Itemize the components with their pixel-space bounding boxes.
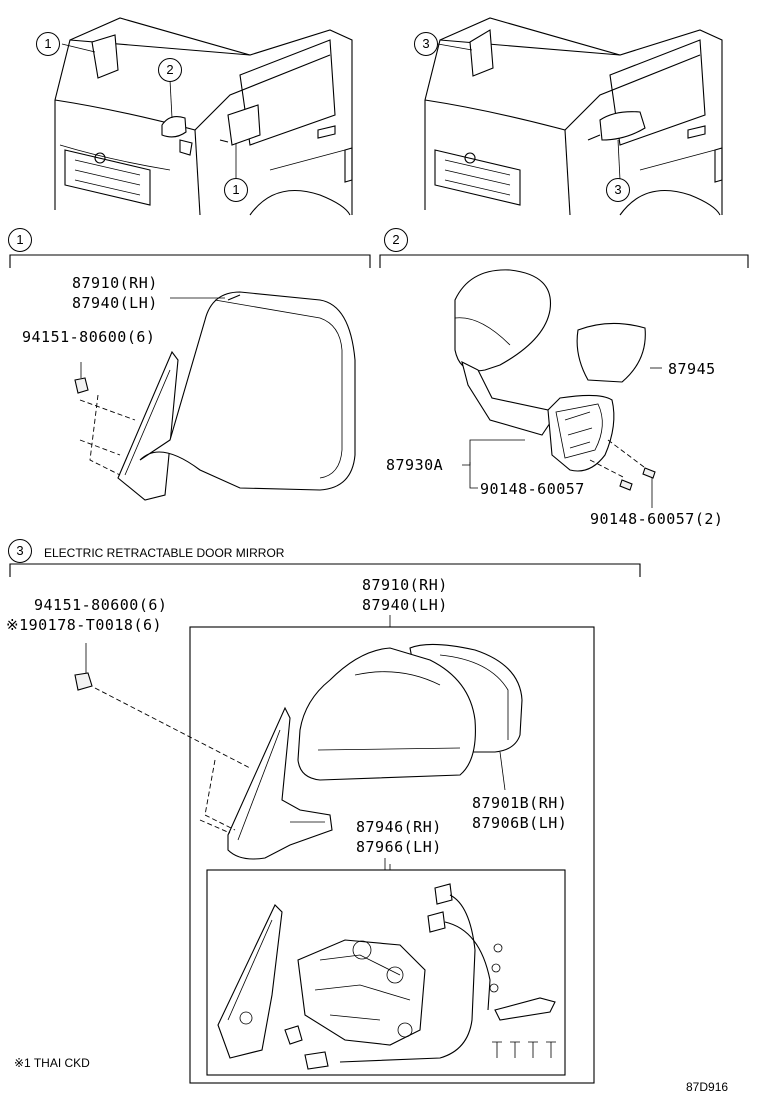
s2-cover: 87945 (668, 360, 716, 378)
motor-subassembly-box (206, 869, 566, 1076)
section3-bracket (9, 563, 641, 577)
s3-motor-lh: 87966(LH) (356, 838, 442, 856)
s2-mirror: 87930A (386, 456, 444, 474)
section3-drawing (74, 615, 595, 1084)
s1-part-lh: 87940(LH) (72, 294, 158, 312)
s3-part-rh: 87910(RH) (362, 576, 448, 594)
s3-part-lh: 87940(LH) (362, 596, 448, 614)
diagram-code: 87D916 (686, 1080, 729, 1094)
section1-mirror-drawing (74, 291, 356, 501)
s1-screw: 94151-80600(6) (22, 328, 156, 346)
s2-screw-b: 90148-60057(2) (590, 510, 724, 528)
callout-3-top-right: 3 (414, 32, 438, 56)
s3-screw-a: 94151-80600(6) (34, 596, 168, 614)
s3-title: ELECTRIC RETRACTABLE DOOR MIRROR (44, 546, 285, 560)
section1-callout: 1 (8, 228, 32, 252)
callout-2-top-left: 2 (158, 58, 182, 82)
footnote: ※1 THAI CKD (14, 1056, 90, 1070)
van-illustration-right (424, 17, 723, 216)
callout-1-top-left: 1 (36, 32, 60, 56)
section1-bracket (9, 254, 371, 268)
s3-motor-rh: 87946(RH) (356, 818, 442, 836)
s3-outer-lh: 87906B(LH) (472, 814, 568, 832)
s3-screw-b: ※190178-T0018(6) (6, 616, 163, 634)
section2-bracket (379, 254, 749, 268)
van-illustration-left (54, 17, 353, 216)
callout-3-door: 3 (606, 178, 630, 202)
callout-1-door: 1 (224, 178, 248, 202)
s3-outer-rh: 87901B(RH) (472, 794, 568, 812)
s2-screw-a: 90148-60057 (480, 480, 585, 498)
section2-callout: 2 (384, 228, 408, 252)
assembly-box (189, 626, 595, 1084)
section2-mirror-drawing (454, 269, 662, 508)
section3-callout: 3 (8, 539, 32, 563)
s1-part-rh: 87910(RH) (72, 274, 158, 292)
